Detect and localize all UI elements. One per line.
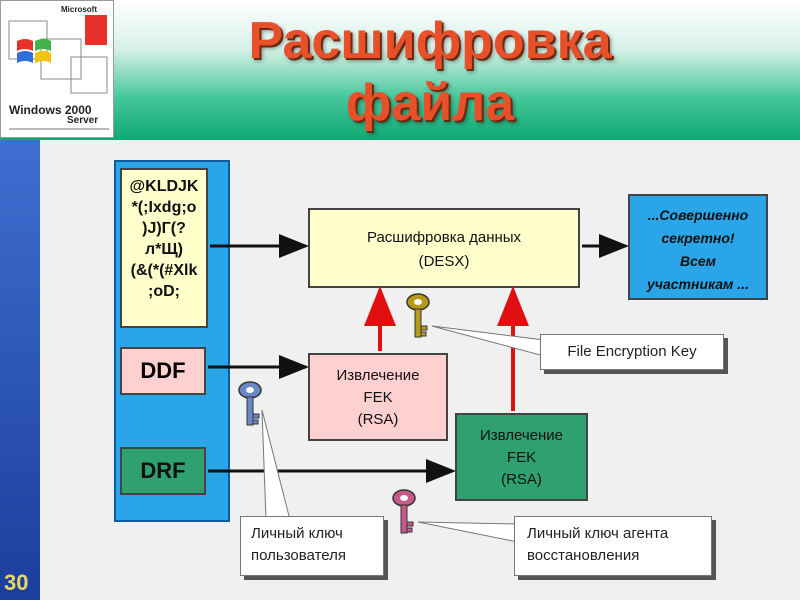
extract-line: (RSA) xyxy=(501,471,542,488)
agent-key-line: Личный ключ агента xyxy=(527,525,669,542)
slide-title: Расшифровка файла xyxy=(150,10,710,134)
extract-line: FEK xyxy=(363,389,393,406)
drf-box: DRF xyxy=(120,447,206,495)
fek-callout: File Encryption Key xyxy=(540,334,724,370)
result-line: секретно! xyxy=(661,230,735,246)
fek-extraction-agent-box: Извлечение FEK (RSA) xyxy=(455,413,588,501)
decrypt-label: Расшифровка данных xyxy=(366,229,522,246)
user-key-line: пользователя xyxy=(251,547,346,564)
ciphertext-box: @KLDJK *(;Ixdg;o )J)Г(? л*Щ) (&(*(#Xlk ;… xyxy=(120,168,208,328)
logo-product: Windows 2000 xyxy=(9,103,92,117)
extract-line: (RSA) xyxy=(357,411,399,428)
plaintext-result-box: ...Совершенно секретно! Всем участникам … xyxy=(628,194,768,300)
user-key-callout: Личный ключ пользователя xyxy=(240,516,384,576)
decrypt-algorithm: (DESX) xyxy=(418,253,470,270)
ciphertext-line: *(;Ixdg;o xyxy=(131,199,197,216)
logo-fineprint xyxy=(9,128,109,130)
ciphertext-line: @KLDJK xyxy=(129,178,199,195)
header-band xyxy=(0,0,800,140)
fek-extraction-user-box: Извлечение FEK (RSA) xyxy=(308,353,448,441)
ddf-box: DDF xyxy=(120,347,206,395)
left-strip xyxy=(0,140,40,600)
ciphertext-line: ;oD; xyxy=(148,283,180,300)
data-decryption-box: Расшифровка данных (DESX) xyxy=(308,208,580,288)
result-line: ...Совершенно xyxy=(647,207,749,223)
title-line-2: файла xyxy=(345,74,515,132)
result-line: участникам ... xyxy=(647,276,749,292)
result-line: Всем xyxy=(679,253,717,269)
title-line-1: Расшифровка xyxy=(248,12,612,70)
windows-2000-logo: Microsoft Windows 2000 Server xyxy=(0,0,114,138)
agent-key-callout: Личный ключ агента восстановления xyxy=(514,516,712,576)
ciphertext-line: (&(*(#Xlk xyxy=(130,262,198,279)
agent-key-line: восстановления xyxy=(527,547,640,564)
user-key-line: Личный ключ xyxy=(251,525,343,542)
logo-edition: Server xyxy=(67,115,99,126)
ciphertext-line: л*Щ) xyxy=(144,241,184,258)
extract-line: FEK xyxy=(506,449,537,466)
ciphertext-line: )J)Г(? xyxy=(142,220,186,237)
extract-line: Извлечение xyxy=(479,427,564,444)
slide-number: 30 xyxy=(4,570,29,595)
logo-brand: Microsoft xyxy=(61,5,97,14)
windows-flag-icon xyxy=(8,15,108,94)
extract-line: Извлечение xyxy=(336,367,420,384)
